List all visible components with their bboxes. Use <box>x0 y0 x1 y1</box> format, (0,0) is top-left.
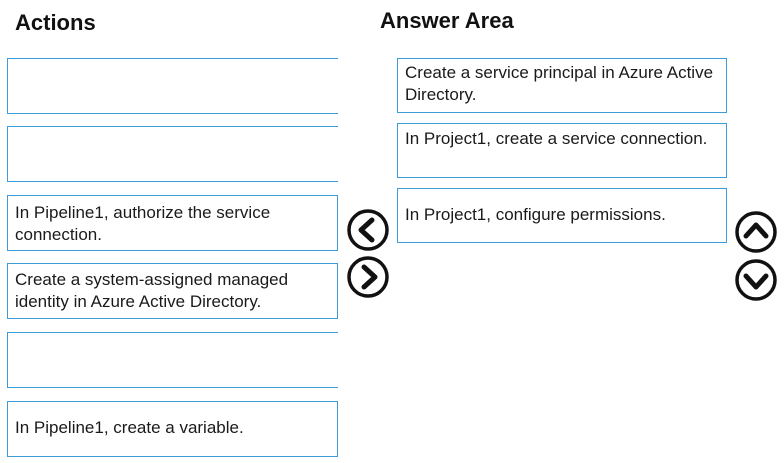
answer-item-create-service-connection[interactable]: In Project1, create a service connection… <box>397 123 727 178</box>
action-item-create-managed-identity[interactable]: Create a system-assigned managed identit… <box>7 263 338 319</box>
action-item-label: In Pipeline1, create a variable. <box>15 418 244 437</box>
answer-item-label: Create a service principal in Azure Acti… <box>405 63 714 104</box>
action-item-create-variable[interactable]: In Pipeline1, create a variable. <box>7 401 338 457</box>
chevron-left-circle-icon <box>347 209 389 251</box>
move-left-button[interactable] <box>346 208 390 252</box>
action-item-label: In Pipeline1, authorize the service conn… <box>15 203 271 244</box>
action-slot-2[interactable] <box>7 126 338 182</box>
chevron-right-circle-icon <box>347 256 389 298</box>
action-slot-5[interactable] <box>7 332 338 388</box>
move-down-button[interactable] <box>734 258 778 302</box>
answer-area-heading: Answer Area <box>380 8 514 33</box>
answer-item-label: In Project1, create a service connection… <box>405 129 708 148</box>
action-slot-1[interactable] <box>7 58 338 114</box>
answer-item-label: In Project1, configure permissions. <box>405 205 666 224</box>
actions-heading: Actions <box>15 10 96 35</box>
chevron-up-circle-icon <box>735 211 777 253</box>
move-up-button[interactable] <box>734 210 778 254</box>
action-item-authorize-service-connection[interactable]: In Pipeline1, authorize the service conn… <box>7 195 338 251</box>
action-item-label: Create a system-assigned managed identit… <box>15 270 289 311</box>
chevron-down-circle-icon <box>735 259 777 301</box>
answer-item-create-service-principal[interactable]: Create a service principal in Azure Acti… <box>397 58 727 113</box>
answer-item-configure-permissions[interactable]: In Project1, configure permissions. <box>397 188 727 243</box>
move-right-button[interactable] <box>346 255 390 299</box>
